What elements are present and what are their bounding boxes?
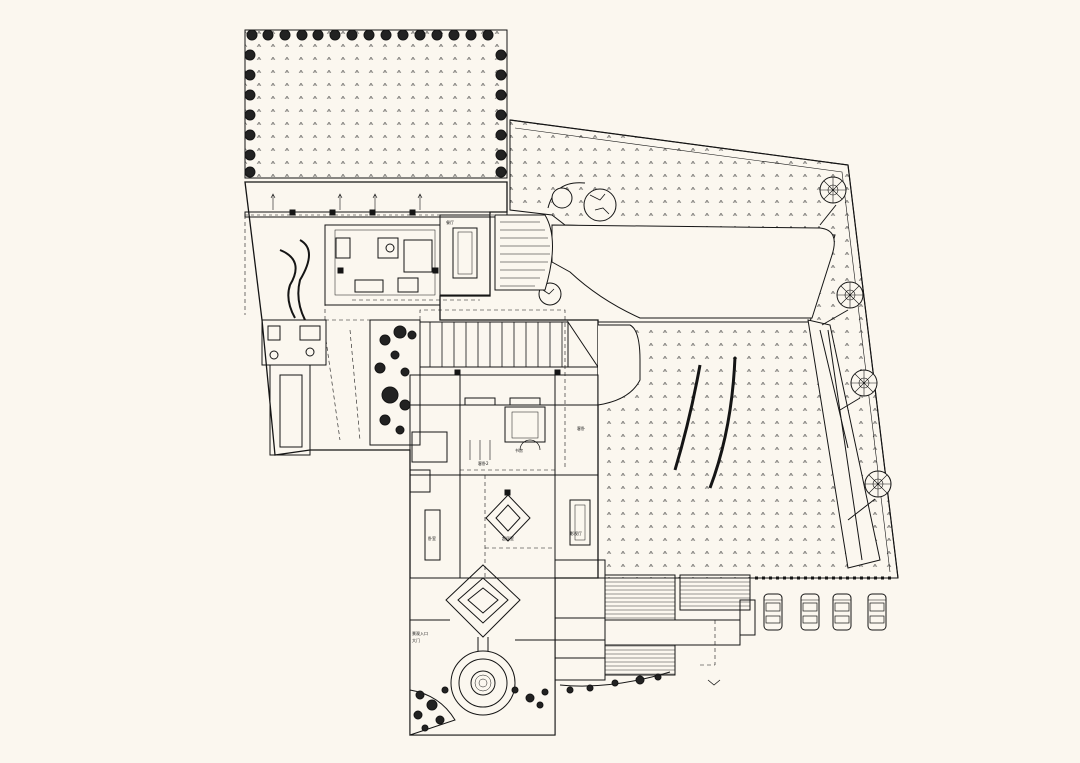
courtyard-planting (369, 319, 421, 446)
label-room-6: 影视厅 (570, 530, 582, 536)
label-room-3: 书房 (515, 447, 523, 453)
label-room-top: 餐厅 (446, 219, 454, 225)
driveway (551, 224, 881, 569)
hedge-border-top (246, 29, 494, 41)
lawn-northwest (244, 29, 508, 179)
label-room-4: 卧室 (428, 535, 436, 541)
planting-southwest (409, 686, 549, 736)
label-room-1: 客卧 (577, 425, 585, 431)
label-entrance-2: 大门 (412, 637, 420, 643)
label-entrance-1: 景观入口 (412, 630, 428, 636)
label-room-2: 客卧2 (478, 460, 489, 466)
room-labels: 餐厅 客卧 客卧2 书房 卧室 起居室 影视厅 景观入口 大门 (412, 219, 585, 643)
service-lines (244, 215, 566, 471)
bath-wing-west (261, 319, 361, 456)
entry-plaza (409, 564, 556, 736)
entry-stair (494, 214, 553, 291)
parking-cars (763, 593, 887, 631)
tree-row-east (819, 176, 892, 521)
lawn-east (509, 119, 899, 579)
arc-wall (597, 324, 641, 406)
garden-curve-walls (673, 356, 737, 489)
label-room-5: 起居室 (502, 535, 514, 541)
wood-decks (604, 574, 756, 686)
pergola-roof (419, 320, 599, 368)
curved-wall-west (279, 239, 310, 321)
